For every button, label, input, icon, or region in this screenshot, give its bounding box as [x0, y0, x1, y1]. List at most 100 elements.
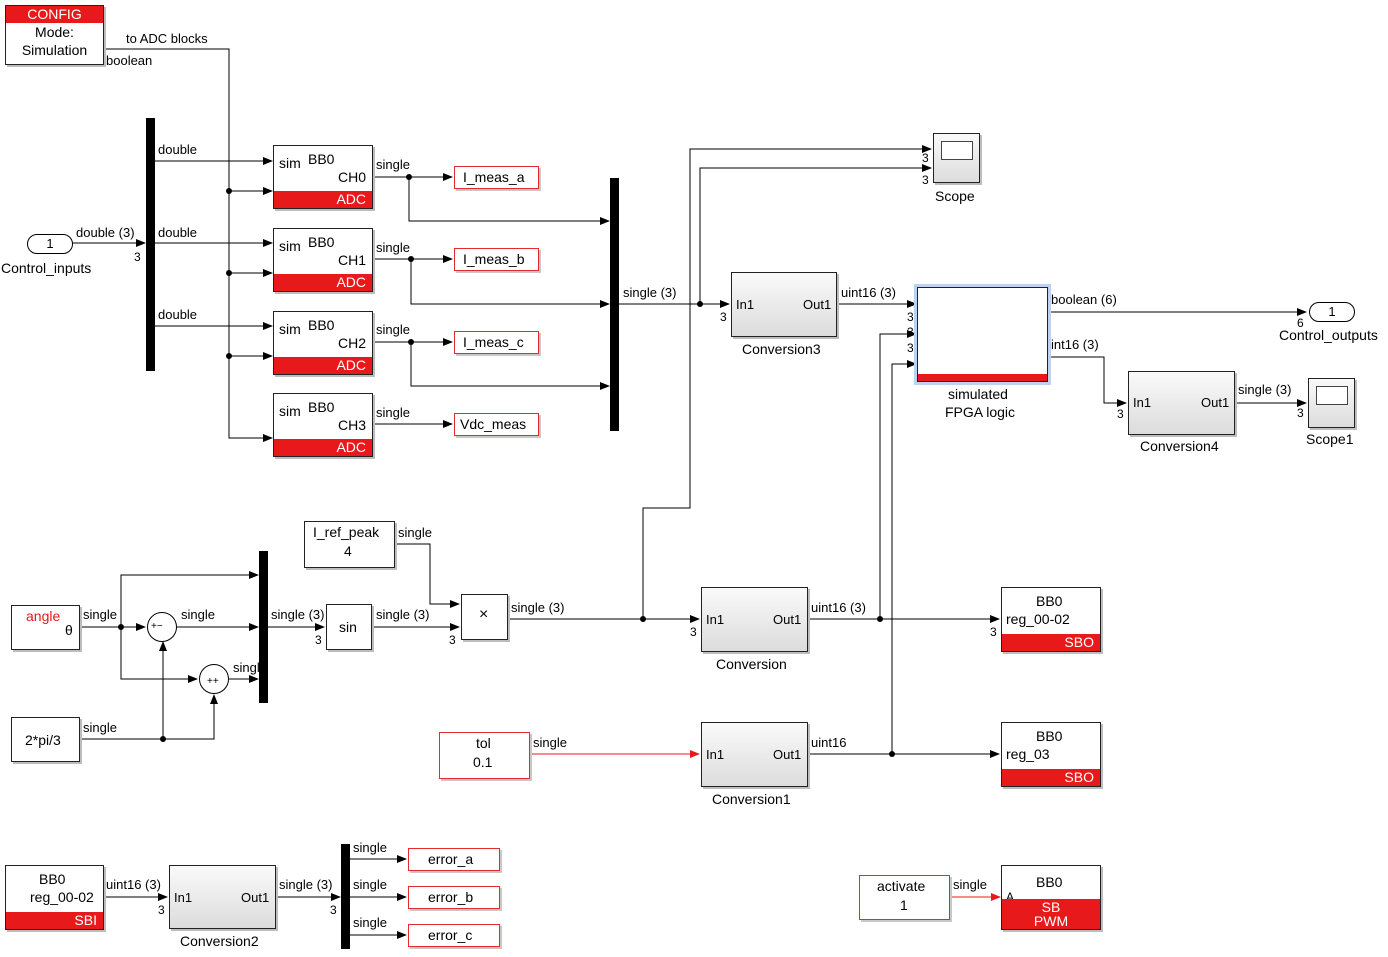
- demux2-bar[interactable]: [341, 844, 350, 949]
- config-mode-label: Mode:: [35, 24, 74, 40]
- adc-mode: sim: [279, 403, 301, 419]
- pwm-line1: SB: [1041, 899, 1061, 915]
- goto-label: I_meas_c: [463, 334, 524, 350]
- fpga-in-width-2: 3: [907, 341, 914, 355]
- sbi-out-signal: uint16 (3): [106, 877, 161, 892]
- control-outputs-port[interactable]: 1: [1309, 302, 1355, 322]
- mux2-width: 3: [315, 633, 322, 647]
- scope1-block[interactable]: [1308, 378, 1355, 428]
- i-ref-peak-label: I_ref_peak: [313, 524, 380, 540]
- port-in-label: In1: [706, 612, 725, 627]
- config-mode-value: Simulation: [21, 42, 88, 58]
- mux2-bar[interactable]: [259, 551, 268, 703]
- activate-block[interactable]: activate 1: [859, 875, 950, 920]
- port-in-label: In1: [736, 297, 755, 312]
- conversion1-out-signal: uint16: [811, 735, 847, 750]
- control-inputs-signal: double (3): [76, 225, 135, 240]
- tol-value: 0.1: [473, 754, 493, 770]
- sum-block-2[interactable]: ++: [199, 664, 229, 694]
- product-out-signal: single (3): [511, 600, 565, 615]
- sbo-reg: reg_03: [1006, 746, 1050, 762]
- conversion4-out-signal: single (3): [1238, 382, 1292, 397]
- adc-out-signal-2: single: [376, 322, 410, 337]
- fpga-in-width-0: 3: [907, 310, 914, 324]
- sbo-block-1[interactable]: BB0 reg_00-02 SBO: [1001, 587, 1101, 652]
- adc-block-ch3[interactable]: sim BB0 CH3 ADC: [273, 393, 373, 457]
- goto-i-meas-c[interactable]: I_meas_c: [454, 331, 539, 354]
- sbo-block-2[interactable]: BB0 reg_03 SBO: [1001, 722, 1101, 787]
- scope-block[interactable]: [933, 133, 980, 183]
- control-inputs-port[interactable]: 1: [27, 234, 73, 254]
- demux-label-2: double: [158, 307, 198, 322]
- adc-mode: sim: [279, 155, 301, 171]
- sbi-block[interactable]: BB0 reg_00-02 SBI: [5, 865, 104, 930]
- i-ref-peak-out-signal: single: [398, 525, 432, 540]
- conversion3-block[interactable]: In1 Out1: [731, 272, 837, 337]
- adc-channel: CH2: [338, 335, 367, 351]
- goto-i-meas-a[interactable]: I_meas_a: [454, 166, 539, 189]
- goto-label: I_meas_a: [463, 169, 525, 185]
- mux-bar[interactable]: [610, 178, 619, 431]
- conversion4-block[interactable]: In1 Out1: [1128, 371, 1235, 435]
- sbo-type-bar: SBO: [1002, 634, 1100, 651]
- adc-mode: sim: [279, 321, 301, 337]
- control-inputs-label: Control_inputs: [1, 260, 92, 276]
- conversion2-block[interactable]: In1 Out1: [169, 865, 276, 929]
- tol-block[interactable]: tol 0.1: [439, 732, 530, 779]
- adc-type-bar: ADC: [274, 357, 372, 374]
- conversion1-label: Conversion1: [712, 791, 791, 807]
- conversion2-in-width: 3: [158, 903, 165, 917]
- goto-label: error_b: [428, 889, 474, 905]
- tol-out-signal: single: [533, 735, 567, 750]
- fpga-red-bar: [918, 374, 1047, 381]
- const-2pi3-block[interactable]: 2*pi/3: [11, 717, 80, 762]
- adc-block-ch1[interactable]: sim BB0 CH1 ADC: [273, 228, 373, 292]
- adc-type-bar: ADC: [274, 191, 372, 208]
- adc-mode: sim: [279, 238, 301, 254]
- sum-signs: ++: [207, 676, 219, 687]
- scope1-port-width: 3: [1297, 406, 1304, 420]
- goto-label: error_c: [428, 927, 473, 943]
- sum2-out-signal: single: [233, 660, 267, 675]
- sin-block[interactable]: sin: [326, 604, 372, 650]
- activate-out-signal: single: [953, 877, 987, 892]
- adc-channel: CH1: [338, 252, 367, 268]
- adc-out-signal-1: single: [376, 240, 410, 255]
- config-block[interactable]: CONFIG Mode: Simulation: [5, 5, 104, 65]
- control-outputs-width: 6: [1297, 316, 1304, 330]
- fpga-logic-block[interactable]: [914, 284, 1051, 385]
- port-out-label: Out1: [773, 612, 802, 627]
- goto-error-a[interactable]: error_a: [408, 848, 500, 871]
- sbi-reg: reg_00-02: [30, 889, 94, 905]
- adc-block-ch0[interactable]: sim BB0 CH0 ADC: [273, 145, 373, 209]
- goto-vdc-meas[interactable]: Vdc_meas: [454, 413, 539, 436]
- adc-block-ch2[interactable]: sim BB0 CH2 ADC: [273, 311, 373, 375]
- pwm-red-bar: SB PWM: [1002, 899, 1100, 929]
- conversion1-block[interactable]: In1 Out1: [701, 722, 808, 787]
- conversion-block[interactable]: In1 Out1: [701, 587, 808, 652]
- adc-board: BB0: [308, 399, 335, 415]
- product-block[interactable]: ×: [461, 594, 508, 640]
- goto-error-b[interactable]: error_b: [408, 886, 500, 909]
- mux2-out-signal: single (3): [271, 607, 325, 622]
- control-outputs-label: Control_outputs: [1279, 327, 1378, 343]
- angle-block[interactable]: angle θ: [11, 605, 80, 650]
- pwm-board: BB0: [1036, 874, 1063, 890]
- sum-block-1[interactable]: +−: [147, 612, 177, 642]
- fpga-label-line1: simulated: [948, 386, 1008, 402]
- goto-i-meas-b[interactable]: I_meas_b: [454, 248, 539, 271]
- demux-label-0: double: [158, 142, 198, 157]
- port-in-label: In1: [706, 747, 725, 762]
- goto-label: error_a: [428, 851, 474, 867]
- pwm-block[interactable]: BB0 A SB PWM: [1001, 865, 1101, 930]
- conversion4-label: Conversion4: [1140, 438, 1219, 454]
- adc-channel: CH3: [338, 417, 367, 433]
- i-ref-peak-block[interactable]: I_ref_peak 4: [304, 521, 395, 568]
- sin-label: sin: [339, 619, 357, 635]
- angle-symbol: θ: [65, 622, 73, 638]
- adc-board: BB0: [308, 234, 335, 250]
- angle-label: angle: [26, 608, 61, 624]
- goto-error-c[interactable]: error_c: [408, 924, 500, 947]
- demux-bar[interactable]: [146, 118, 155, 371]
- i-ref-peak-value: 4: [344, 543, 352, 559]
